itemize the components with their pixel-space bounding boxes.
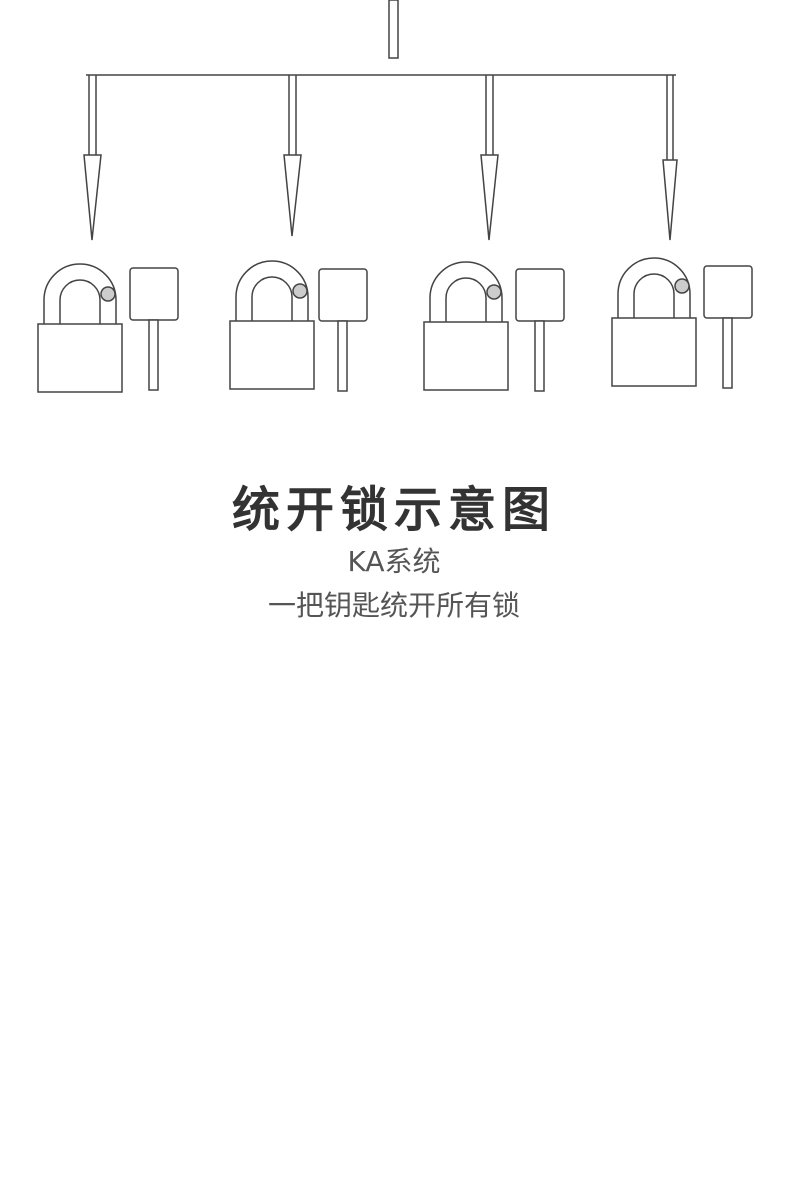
arrow: [480, 75, 499, 241]
subtitle-system: KA系统: [347, 545, 441, 578]
padlock-with-key: [611, 257, 753, 389]
padlock-with-key: [37, 263, 179, 393]
arrow: [283, 75, 302, 237]
arrow: [662, 75, 678, 241]
top-key-stem: [388, 0, 399, 59]
subtitle-description: 一把钥匙统开所有锁: [267, 589, 520, 622]
page-title: 统开锁示意图: [231, 482, 556, 538]
padlock-with-key: [423, 261, 565, 392]
arrow: [83, 75, 102, 241]
top-diagram: [37, 0, 753, 393]
padlock-with-key: [229, 260, 368, 392]
